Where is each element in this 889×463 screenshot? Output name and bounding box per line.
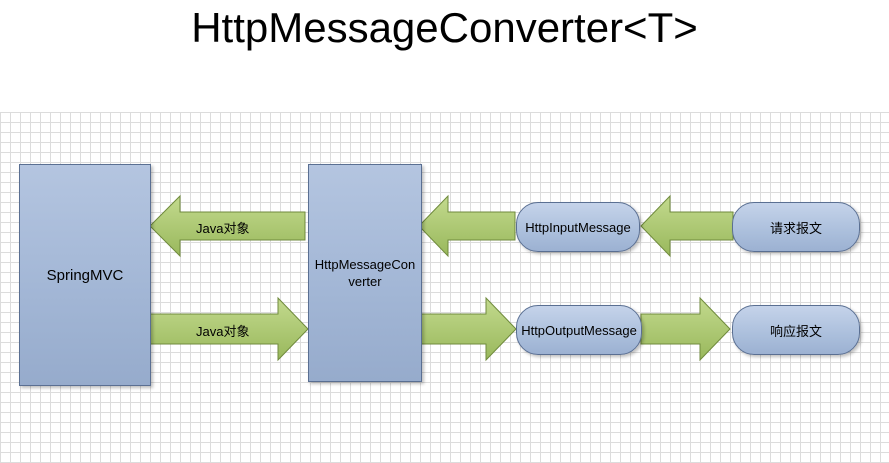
node-request-body: 请求报文 [732,202,860,252]
node-input-label: HttpInputMessage [525,219,631,235]
edge-label-java-object-out: Java对象 [196,324,250,339]
node-http-message-converter: HttpMessageCon verter [308,164,422,382]
arrow-converter-to-springmvc [149,194,306,258]
node-output-label: HttpOutputMessage [521,322,637,338]
diagram-title: HttpMessageConverter<T> [191,4,698,51]
arrow-output-to-response [640,296,731,362]
node-springmvc-label: SpringMVC [46,266,124,284]
node-converter-label-line1: HttpMessageCon [314,257,416,272]
edge-label-java-object-in: Java对象 [196,221,250,236]
node-response-label: 响应报文 [769,323,822,339]
arrow-springmvc-to-converter [149,296,309,362]
node-request-label: 请求报文 [769,220,822,236]
arrow-request-to-input [640,194,734,258]
arrow-input-to-converter [418,194,516,258]
node-response-body: 响应报文 [732,305,860,355]
node-springmvc: SpringMVC [19,164,151,386]
node-converter-label-line2: verter [348,274,382,289]
node-http-output-message: HttpOutputMessage [516,305,642,355]
node-http-input-message: HttpInputMessage [516,202,640,252]
arrow-converter-to-output [418,296,517,362]
